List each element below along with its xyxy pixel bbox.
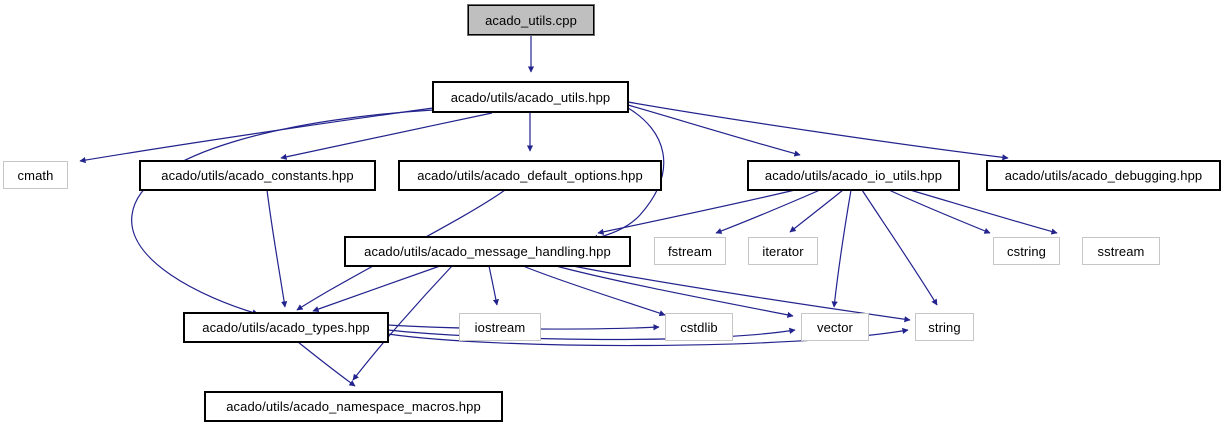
graph-node-label: acado/utils/acado_io_utils.hpp	[764, 168, 943, 183]
graph-node-label: acado/utils/acado_constants.hpp	[161, 168, 354, 183]
graph-edge	[831, 189, 852, 308]
graph-node-string[interactable]: string	[915, 313, 974, 341]
graph-edge	[715, 189, 821, 234]
graph-node-label: fstream	[667, 243, 713, 259]
graph-node-iterator[interactable]: iterator	[748, 237, 818, 265]
graph-node-acado-debugging-hpp[interactable]: acado/utils/acado_debugging.hpp	[986, 160, 1221, 191]
graph-edge	[280, 112, 493, 160]
graph-node-label: cstring	[1007, 243, 1046, 259]
graph-node-acado-namespace-macros-hpp[interactable]: acado/utils/acado_namespace_macros.hpp	[204, 391, 503, 422]
graph-edge	[597, 189, 796, 235]
graph-node-label: cstdlib	[680, 319, 718, 335]
graph-node-label: sstream	[1097, 243, 1145, 259]
graph-node-acado-default-options-hpp[interactable]: acado/utils/acado_default_options.hpp	[398, 160, 662, 191]
graph-node-label: cmath	[17, 167, 54, 183]
graph-edge	[312, 265, 441, 313]
graph-node-label: acado_utils.cpp	[485, 12, 577, 28]
graph-node-label: iostream	[474, 319, 526, 335]
graph-edge	[266, 189, 288, 308]
graph-node-iostream[interactable]: iostream	[459, 313, 541, 341]
graph-edge	[131, 109, 434, 316]
graph-node-cmath[interactable]: cmath	[3, 161, 68, 189]
graph-node-label: acado/utils/acado_default_options.hpp	[417, 168, 643, 183]
graph-node-acado-types-hpp[interactable]: acado/utils/acado_types.hpp	[183, 312, 389, 343]
graph-edge	[522, 265, 666, 317]
graph-node-cstring[interactable]: cstring	[993, 237, 1060, 265]
graph-node-acado-io-utils-hpp[interactable]: acado/utils/acado_io_utils.hpp	[747, 160, 960, 191]
graph-node-label: acado/utils/acado_types.hpp	[202, 320, 370, 335]
graph-edge	[555, 265, 794, 318]
graph-node-acado-utils-cpp[interactable]: acado_utils.cpp	[467, 4, 595, 36]
graph-edge	[387, 327, 796, 341]
graph-node-label: string	[928, 319, 961, 335]
graph-node-fstream[interactable]: fstream	[654, 237, 726, 265]
graph-node-cstdlib[interactable]: cstdlib	[665, 313, 733, 341]
graph-node-label: vector	[816, 319, 853, 335]
graph-edge	[296, 189, 506, 311]
graph-edge	[488, 265, 499, 306]
graph-edge	[888, 189, 991, 234]
graph-edge	[789, 189, 844, 233]
graph-edge	[627, 101, 1009, 161]
graph-edge	[627, 104, 801, 157]
graph-node-acado-constants-hpp[interactable]: acado/utils/acado_constants.hpp	[139, 160, 376, 191]
graph-node-label: acado/utils/acado_debugging.hpp	[1004, 168, 1203, 183]
graph-node-acado-message-handling-hpp[interactable]: acado/utils/acado_message_handling.hpp	[344, 236, 631, 267]
graph-node-acado-utils-hpp[interactable]: acado/utils/acado_utils.hpp	[432, 81, 629, 113]
graph-node-sstream[interactable]: sstream	[1082, 237, 1160, 265]
graph-node-label: acado/utils/acado_message_handling.hpp	[364, 244, 611, 259]
graph-edge	[297, 341, 356, 387]
graph-edge	[79, 107, 434, 164]
graph-edge	[909, 189, 1058, 235]
graph-node-vector[interactable]: vector	[801, 313, 869, 341]
graph-node-label: acado/utils/acado_utils.hpp	[450, 89, 611, 105]
graph-edge	[352, 265, 453, 381]
graph-node-label: iterator	[762, 243, 804, 259]
graph-edge	[861, 189, 938, 306]
graph-edge	[591, 107, 665, 241]
graph-edge	[572, 265, 911, 323]
graph-node-label: acado/utils/acado_namespace_macros.hpp	[226, 399, 481, 414]
